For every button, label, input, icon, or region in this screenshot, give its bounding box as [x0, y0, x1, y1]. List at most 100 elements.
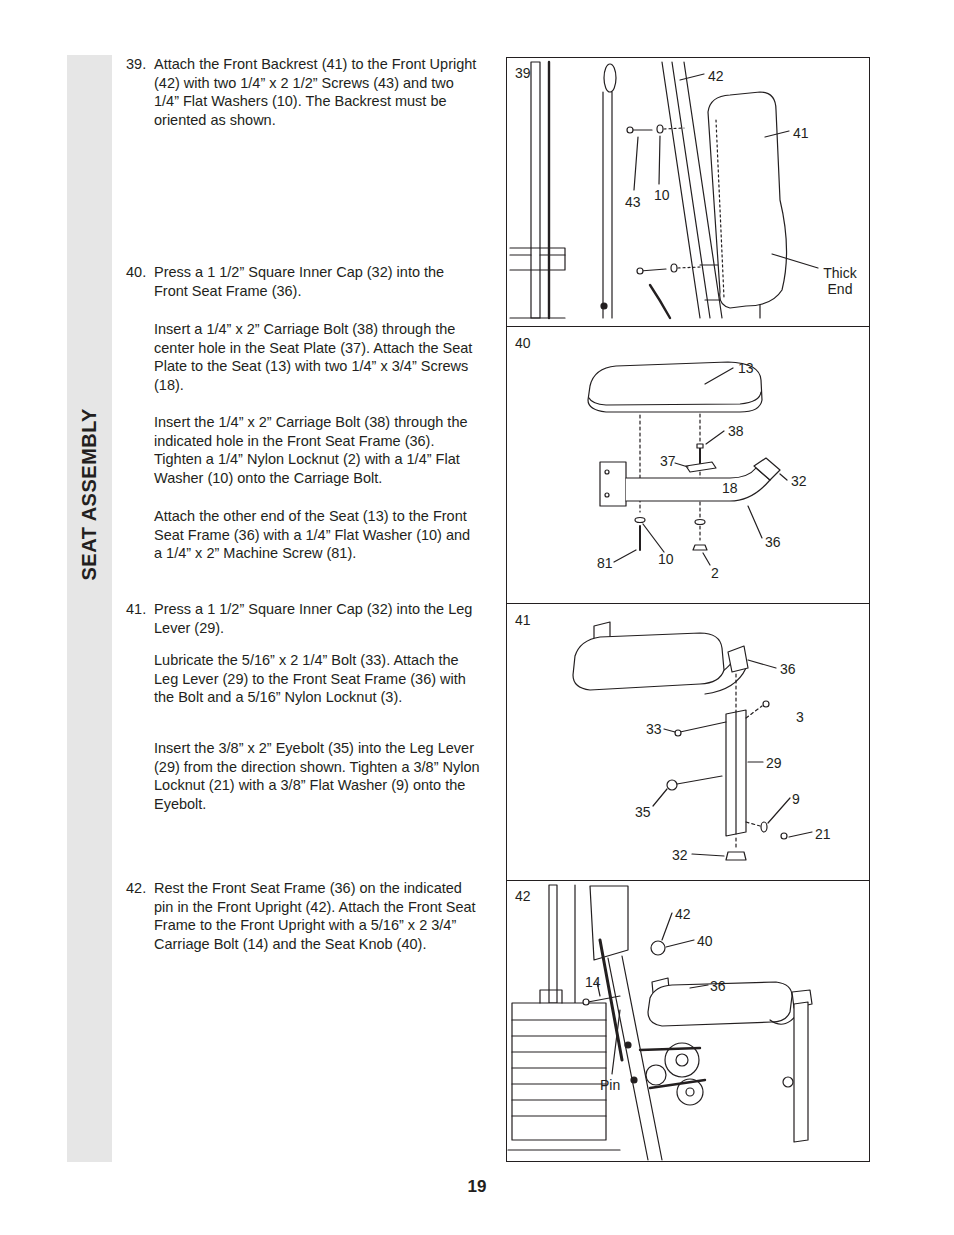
illustration-stroke	[646, 1065, 666, 1085]
illustration-stroke	[510, 254, 565, 255]
callout-number: 81	[597, 555, 613, 571]
illustration-stroke	[708, 92, 787, 308]
text-holder: 33	[646, 721, 662, 737]
step-42-figure	[508, 885, 812, 1160]
illustration-stroke	[789, 832, 812, 837]
illustration-stroke	[680, 722, 726, 732]
callout-number: 36	[780, 661, 796, 677]
callout-number: 13	[738, 360, 754, 376]
illustration-stroke	[605, 470, 609, 474]
illustration-stroke	[706, 431, 724, 444]
illustration-stroke	[664, 128, 684, 129]
callout-number: 42	[675, 906, 691, 922]
illustration-stroke	[671, 264, 677, 272]
callout-number: Pin	[600, 1077, 620, 1093]
text-holder: 9	[792, 791, 800, 807]
illustration-stroke	[605, 493, 609, 497]
instruction-text: Insert the 1/4” x 2” Carriage Bolt (38) …	[154, 413, 480, 487]
illustration-stroke	[690, 985, 708, 988]
callout-number: 37	[660, 453, 676, 469]
callout-number: 18	[722, 480, 738, 496]
callout-number: 9	[792, 791, 800, 807]
text-holder: 2	[711, 565, 719, 581]
text-holder: 42	[515, 888, 531, 904]
callout-number: 36	[710, 978, 726, 994]
text-holder: 36	[780, 661, 796, 677]
illustration-stroke	[588, 996, 620, 1002]
illustration-stroke	[705, 368, 733, 384]
figure-panel: 42 42 40 36 14Pin	[506, 880, 870, 1162]
callout-number: 2	[711, 565, 719, 581]
step-41-figure	[573, 622, 812, 860]
illustration-stroke	[637, 268, 643, 274]
illustration-stroke	[510, 317, 565, 318]
illustration-stroke	[614, 550, 636, 562]
callout-number: 14	[585, 974, 601, 990]
text-holder: Thick End	[820, 265, 860, 297]
text-holder: 43	[625, 194, 641, 210]
illustration-stroke	[763, 701, 769, 707]
illustration-stroke	[601, 303, 607, 309]
illustration-stroke	[643, 524, 664, 552]
instruction-text: Lubricate the 5/16” x 2 1/4” Bolt (33). …	[154, 651, 480, 707]
illustration-stroke	[708, 481, 719, 486]
callout-number: 32	[791, 473, 807, 489]
callout-number: 10	[658, 551, 674, 567]
illustration-stroke	[680, 74, 704, 80]
illustration-stroke	[650, 285, 670, 318]
illustration-stroke	[626, 468, 770, 501]
text-holder: 35	[635, 804, 651, 820]
callout-number: Thick End	[820, 265, 860, 297]
illustration-stroke	[666, 940, 694, 947]
instruction-text: Insert a 1/4” x 2” Carriage Bolt (38) th…	[154, 320, 480, 394]
callout-number: 40	[515, 335, 531, 351]
illustration-stroke	[748, 506, 762, 538]
illustration-stroke	[540, 990, 562, 1003]
figure-panel: 40 13 38 37 18 32 36 81 10 2	[506, 326, 870, 604]
text-holder: 39	[515, 65, 531, 81]
illustration-stroke	[699, 414, 700, 445]
illustration-stroke	[640, 1048, 700, 1050]
illustration-stroke	[664, 729, 675, 732]
illustration-stroke	[768, 798, 790, 823]
text-holder: 36	[765, 534, 781, 550]
instruction-text: Rest the Front Seat Frame (36) on the in…	[154, 879, 480, 953]
text-holder: 42.	[126, 879, 152, 898]
illustration-stroke	[650, 1080, 705, 1088]
text-holder: 41.	[126, 600, 152, 619]
illustration-stroke	[783, 1077, 793, 1087]
text-holder: 32	[791, 473, 807, 489]
text-holder: Insert a 1/4” x 2” Carriage Bolt (38) th…	[154, 320, 480, 394]
illustration-stroke	[697, 444, 703, 448]
illustration-stroke	[634, 137, 638, 190]
illustration-stroke	[583, 999, 589, 1005]
text-holder: 21	[815, 826, 831, 842]
figure-panel: 3942414310Thick End	[506, 57, 870, 327]
illustration-stroke	[675, 463, 688, 467]
illustration-stroke	[780, 474, 787, 480]
text-holder: Press a 1 1/2” Square Inner Cap (32) int…	[154, 600, 480, 637]
callout-number: 41	[793, 125, 809, 141]
text-holder: 14	[585, 974, 601, 990]
illustration-stroke	[512, 1020, 606, 1116]
text-holder: 42	[675, 906, 691, 922]
text-holder: Attach the Front Backrest (41) to the Fr…	[154, 55, 480, 129]
text-holder: 13	[738, 360, 754, 376]
callout-number: 40	[697, 933, 713, 949]
step-number: 39.	[126, 55, 152, 74]
illustration-stroke	[512, 1003, 606, 1140]
illustration-stroke	[631, 1077, 637, 1083]
text-holder: Rest the Front Seat Frame (36) on the in…	[154, 879, 480, 953]
illustration-stroke	[693, 545, 707, 550]
illustration-stroke	[735, 712, 736, 834]
text-holder: 38	[728, 423, 744, 439]
text-holder: 42	[708, 68, 724, 84]
illustration-stroke	[761, 822, 767, 832]
text-holder: 40	[697, 933, 713, 949]
instruction-text: Press a 1 1/2” Square Inner Cap (32) int…	[154, 600, 480, 637]
illustration-stroke	[589, 392, 761, 405]
illustration-stroke	[588, 362, 762, 412]
instruction-text: Press a 1 1/2” Square Inner Cap (32) int…	[154, 263, 480, 300]
